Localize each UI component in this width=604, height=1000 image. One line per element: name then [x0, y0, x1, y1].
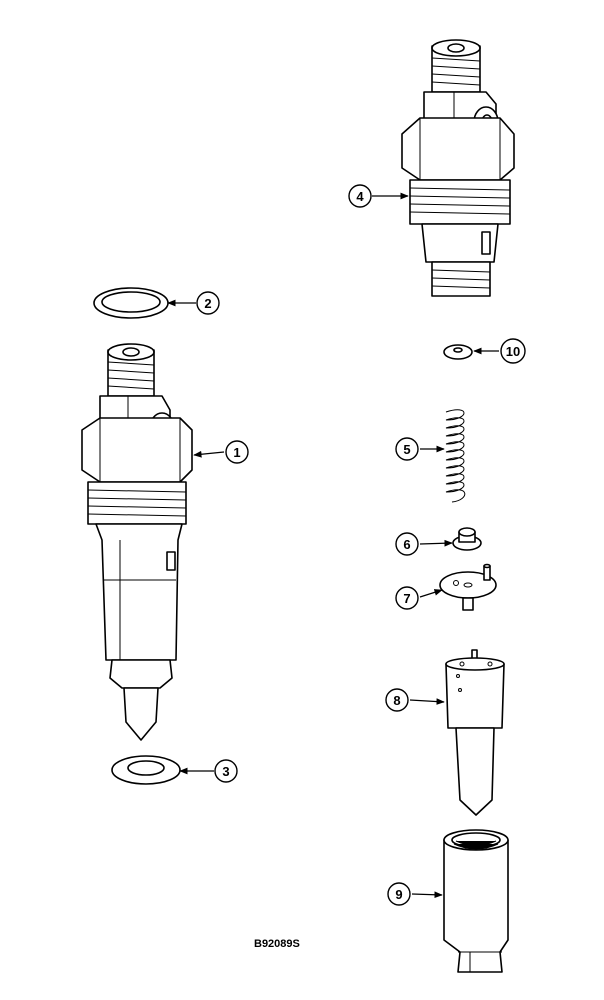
callout-2: 2 — [196, 291, 220, 315]
callout-7: 7 — [395, 586, 419, 610]
nozzle — [445, 649, 505, 816]
shim — [443, 344, 473, 360]
svg-text:9: 9 — [395, 887, 402, 902]
svg-text:6: 6 — [403, 537, 410, 552]
spring-seat — [452, 527, 482, 551]
svg-text:10: 10 — [506, 344, 520, 359]
injector-body — [401, 39, 515, 297]
svg-text:7: 7 — [403, 591, 410, 606]
callout-1: 1 — [225, 440, 249, 464]
svg-text:5: 5 — [403, 442, 410, 457]
injector-assembly — [81, 343, 193, 741]
svg-text:8: 8 — [393, 693, 400, 708]
svg-text:3: 3 — [222, 764, 229, 779]
leader-lines — [167, 192, 499, 899]
callout-9: 9 — [387, 882, 411, 906]
sealing-washer-lower — [111, 755, 181, 785]
figure-reference-code: B92089S — [254, 938, 300, 950]
svg-text:4: 4 — [356, 189, 364, 204]
callout-8: 8 — [385, 688, 409, 712]
callout-4: 4 — [348, 184, 372, 208]
sealing-washer-upper — [93, 287, 169, 319]
svg-text:1: 1 — [233, 445, 240, 460]
spring — [445, 409, 466, 503]
callout-10: 10 — [500, 338, 526, 364]
callout-6: 6 — [395, 532, 419, 556]
intermediate-plate — [439, 563, 497, 611]
callout-5: 5 — [395, 437, 419, 461]
nozzle-retaining-nut — [443, 829, 509, 973]
svg-text:2: 2 — [204, 296, 211, 311]
callout-3: 3 — [214, 759, 238, 783]
